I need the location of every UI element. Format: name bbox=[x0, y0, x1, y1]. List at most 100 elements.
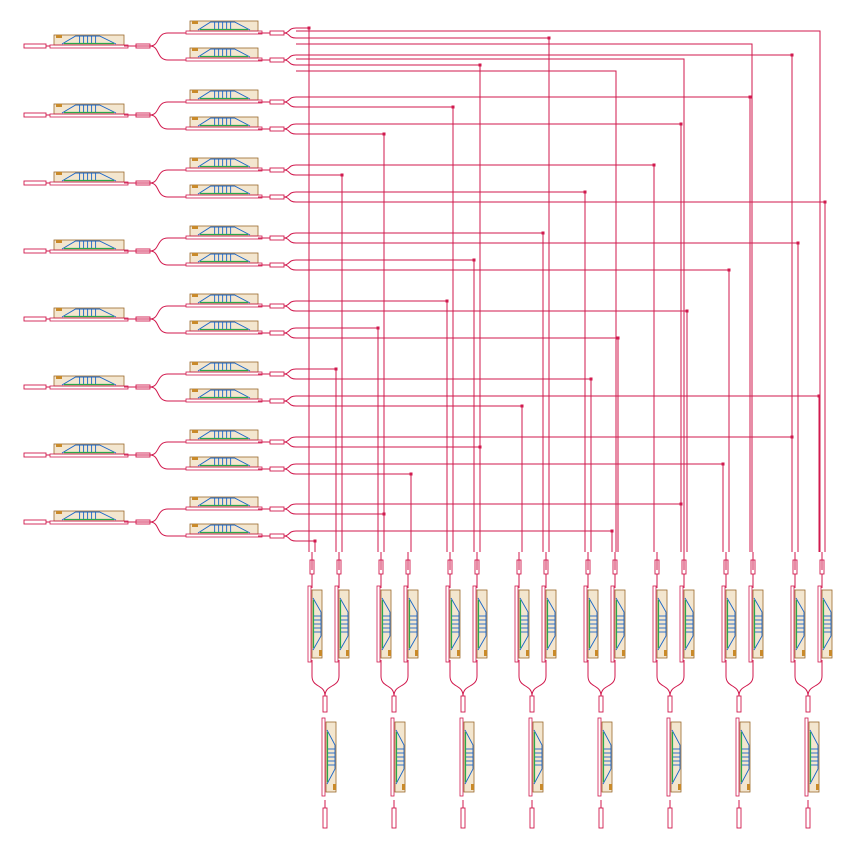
routing-waveguide bbox=[296, 530, 613, 552]
bond-pad bbox=[56, 444, 62, 447]
crossing-node bbox=[610, 529, 614, 533]
input-port bbox=[23, 452, 47, 458]
mzi-switch bbox=[334, 585, 350, 663]
mzi-switch bbox=[185, 429, 263, 444]
bond-pad bbox=[678, 784, 681, 790]
waveguide-arm bbox=[185, 371, 263, 376]
bond-pad bbox=[829, 650, 832, 656]
waveguide-arm bbox=[185, 262, 263, 267]
waveguide-arm bbox=[185, 466, 263, 471]
mzi-switch bbox=[472, 585, 488, 663]
waveguide bbox=[393, 675, 409, 697]
waveguide-arm bbox=[334, 585, 339, 663]
splitter bbox=[269, 398, 285, 404]
bond-pad bbox=[56, 172, 62, 175]
routing-waveguide bbox=[296, 30, 821, 552]
output-port bbox=[805, 807, 811, 829]
splitter bbox=[269, 533, 285, 539]
output-column bbox=[583, 552, 626, 829]
crossing-node bbox=[790, 435, 794, 439]
bond-pad bbox=[540, 784, 543, 790]
waveguide-arm bbox=[185, 330, 263, 335]
crossing-node bbox=[334, 367, 338, 371]
waveguide-arm bbox=[185, 99, 263, 104]
waveguide-arm bbox=[49, 113, 129, 118]
splitter bbox=[667, 695, 673, 713]
mzi-switch bbox=[185, 496, 263, 511]
bond-pad bbox=[526, 650, 529, 656]
output-port bbox=[667, 807, 673, 829]
waveguide bbox=[794, 675, 809, 697]
waveguide bbox=[283, 264, 297, 271]
waveguide-arm bbox=[748, 585, 753, 663]
waveguide-arm bbox=[185, 506, 263, 511]
waveguide bbox=[283, 530, 297, 537]
splitter bbox=[529, 695, 535, 713]
mzi-switch bbox=[185, 320, 263, 335]
crossing-node bbox=[313, 539, 317, 543]
waveguide-arm bbox=[403, 585, 408, 663]
mzi-switch bbox=[49, 103, 129, 118]
waveguide bbox=[600, 675, 616, 697]
waveguide bbox=[283, 503, 297, 510]
mzi-switch bbox=[49, 443, 129, 458]
bond-pad bbox=[664, 650, 667, 656]
input-row bbox=[23, 157, 297, 203]
crossing-node bbox=[685, 309, 689, 313]
mzi-switch bbox=[610, 585, 626, 663]
splitter bbox=[269, 330, 285, 336]
splitter bbox=[269, 506, 285, 512]
mzi-switch bbox=[49, 239, 129, 254]
waveguide-arm bbox=[597, 717, 602, 797]
waveguide-arm bbox=[49, 385, 129, 390]
mzi-switch bbox=[49, 375, 129, 390]
waveguide-arm bbox=[49, 44, 129, 49]
input-row bbox=[23, 293, 297, 339]
waveguide-arm bbox=[376, 585, 381, 663]
mzi-switch bbox=[185, 456, 263, 471]
waveguide bbox=[283, 436, 297, 443]
waveguide bbox=[283, 441, 297, 448]
waveguide bbox=[449, 675, 464, 697]
mzi-switch bbox=[748, 585, 764, 663]
waveguide bbox=[283, 164, 297, 171]
splitter bbox=[269, 466, 285, 472]
crossing-node bbox=[790, 53, 794, 57]
splitter bbox=[391, 695, 397, 713]
input-port bbox=[23, 384, 47, 390]
input-row bbox=[23, 89, 297, 135]
mzi-switch bbox=[185, 47, 263, 62]
bond-pad bbox=[691, 650, 694, 656]
mzi-switch bbox=[403, 585, 419, 663]
crossing-node bbox=[520, 404, 524, 408]
waveguide bbox=[283, 259, 297, 266]
bond-pad bbox=[56, 376, 62, 379]
input-row bbox=[23, 20, 297, 66]
waveguide bbox=[149, 237, 186, 252]
waveguide-arm bbox=[679, 585, 684, 663]
crossing-node bbox=[547, 36, 551, 40]
output-port bbox=[322, 807, 328, 829]
routing-waveguides bbox=[296, 26, 827, 552]
output-section bbox=[307, 552, 833, 829]
bond-pad bbox=[760, 650, 763, 656]
splitter bbox=[598, 695, 604, 713]
crossing-node bbox=[589, 377, 593, 381]
crossing-node bbox=[382, 132, 386, 136]
bond-pad bbox=[56, 308, 62, 311]
waveguide bbox=[656, 675, 671, 697]
routing-waveguide bbox=[296, 164, 655, 552]
waveguide-arm bbox=[472, 585, 477, 663]
bond-pad bbox=[802, 650, 805, 656]
bond-pad bbox=[56, 104, 62, 107]
routing-waveguide bbox=[296, 54, 793, 552]
waveguide-arm bbox=[321, 717, 326, 797]
waveguide bbox=[149, 441, 186, 456]
waveguide bbox=[311, 675, 326, 697]
mzi-switch bbox=[185, 523, 263, 538]
waveguide-arm bbox=[652, 585, 657, 663]
bond-pad bbox=[192, 185, 198, 188]
waveguide-arm bbox=[49, 249, 129, 254]
mzi-switch bbox=[445, 585, 461, 663]
